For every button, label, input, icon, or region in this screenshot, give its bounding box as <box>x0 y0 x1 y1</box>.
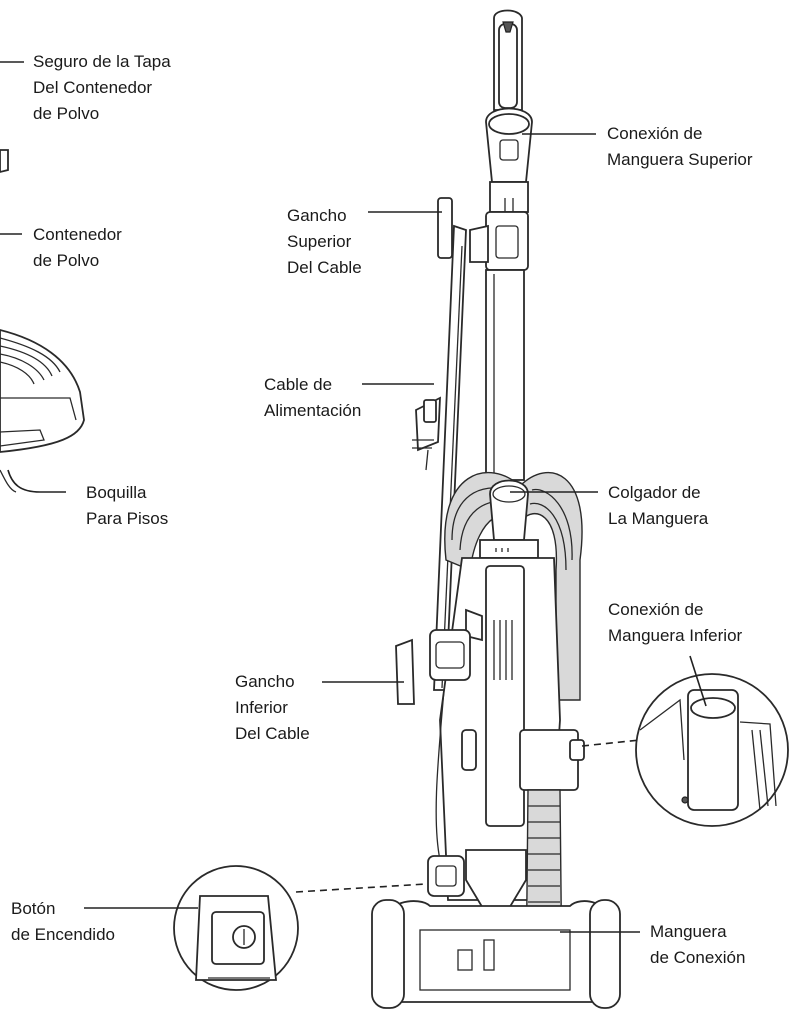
label-power-cord: Cable de Alimentación <box>264 375 362 420</box>
upright-vacuum-drawing <box>371 9 621 1009</box>
label-floor-nozzle: Boquilla Para Pisos <box>86 483 169 528</box>
label-dust-lid-lock: Seguro de la Tapa Del Contenedor de Polv… <box>33 52 171 123</box>
label-upper-hose-connection: Conexión de Manguera Superior <box>607 124 753 169</box>
zoom-lower-hose-connection <box>635 673 789 827</box>
label-hose-hanger: Colgador de La Manguera <box>608 483 709 528</box>
leader-lines <box>0 61 707 933</box>
label-upper-cord-hook: Gancho Superior Del Cable <box>287 206 362 277</box>
label-lower-hose-connection: Conexión de Manguera Inferior <box>608 600 743 645</box>
label-connection-hose: Manguera de Conexión <box>650 922 746 967</box>
zoom-power-button <box>173 865 299 991</box>
left-partial-vacuum-drawing <box>0 149 85 493</box>
label-dust-container: Contenedor de Polvo <box>33 225 122 270</box>
label-lower-cord-hook: Gancho Inferior Del Cable <box>235 672 310 743</box>
label-power-button: Botón de Encendido <box>11 899 115 944</box>
